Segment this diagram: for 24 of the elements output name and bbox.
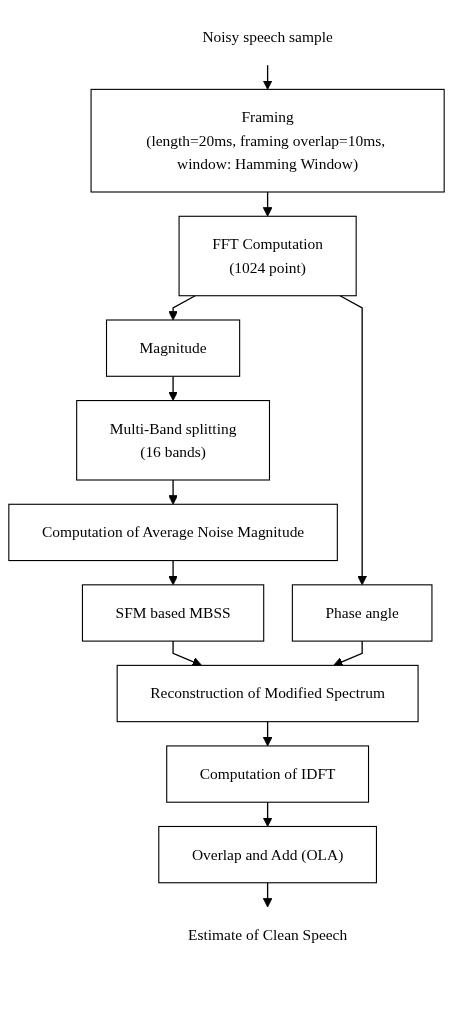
arrow [168,559,178,586]
node-box: FFT Computation (1024 point) [178,215,357,297]
node-box: Computation of Average Noise Magnitude [8,503,338,562]
arrow [262,721,273,747]
arrow [262,801,273,827]
node-box: Computation of IDFT [166,745,370,803]
arrow [333,640,363,667]
node-text: Noisy speech sample [202,28,333,46]
arrow [168,295,196,321]
node-box: Framing (length=20ms, framing overlap=10ms, window: Hamming Window) [90,88,445,193]
arrow [262,191,273,217]
node-box: Magnitude [105,319,241,377]
node-box: Reconstruction of Modified Spectrum [116,664,419,723]
node-box: Multi-Band splitting (16 bands) [76,400,271,481]
node-box: Phase angle [291,584,433,642]
node-box: Overlap and Add (OLA) [158,825,377,884]
node-box: SFM based MBSS [81,584,265,642]
arrow [262,882,273,908]
arrow [168,375,178,401]
arrow [262,64,273,90]
arrow [168,479,178,505]
arrow [172,640,202,667]
arrow [339,295,367,586]
node-text: Estimate of Clean Speech [188,926,348,944]
